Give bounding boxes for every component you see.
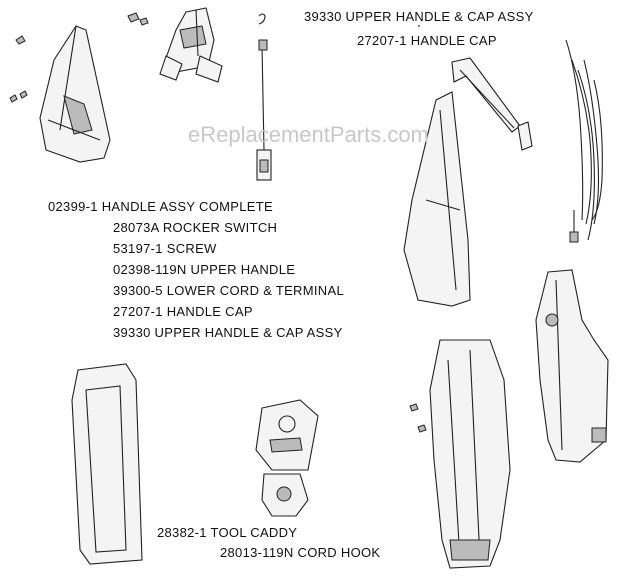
callout-upper-handle-cap-assy: 39330 UPPER HANDLE & CAP ASSY (304, 9, 534, 24)
handle-cap-part (517, 121, 533, 151)
cord-hook-part (261, 473, 309, 517)
parts-list-item: 27207-1 HANDLE CAP (113, 304, 253, 319)
watermark: eReplacementParts.com (188, 122, 429, 147)
parts-list-item: 53197-1 SCREW (113, 241, 217, 256)
parts-list-item: 28073A ROCKER SWITCH (113, 220, 278, 235)
front-cover-part (71, 363, 143, 565)
hook-part (258, 13, 266, 25)
screw-parts (9, 12, 427, 433)
tool-caddy-part (255, 399, 319, 471)
lower-cord-terminal-part (256, 39, 272, 181)
rocker-switch-part (159, 7, 223, 83)
rear-housing-part (429, 339, 511, 569)
side-cover-part (39, 25, 111, 163)
callout-cord-hook: 28013-119N CORD HOOK (220, 545, 381, 560)
frame-assembly-part (535, 269, 609, 463)
parts-list-item: 02399-1 HANDLE ASSY COMPLETE (48, 199, 273, 214)
parts-list-item: 39330 UPPER HANDLE & CAP ASSY (113, 325, 343, 340)
callout-handle-cap: 27207-1 HANDLE CAP (357, 33, 497, 48)
parts-list-item: 39300-5 LOWER CORD & TERMINAL (113, 283, 344, 298)
callout-tool-caddy: 28382-1 TOOL CADDY (157, 525, 298, 540)
power-cord-part (565, 39, 603, 243)
parts-list-item: 02398-119N UPPER HANDLE (113, 262, 296, 277)
upper-handle-part (403, 57, 521, 307)
